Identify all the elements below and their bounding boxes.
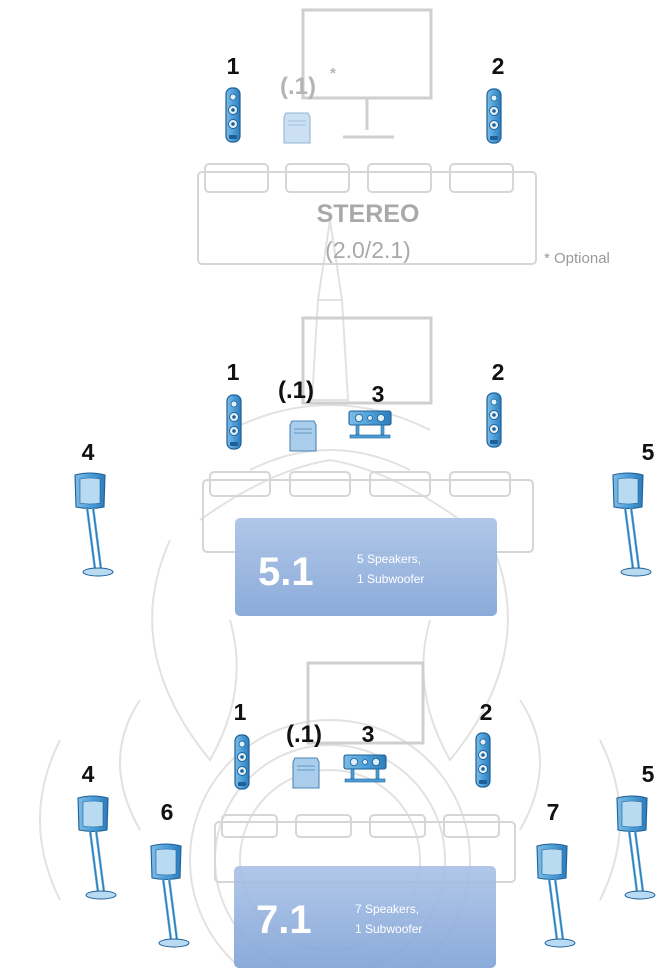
tower-speaker-icon (487, 89, 501, 143)
badge-title: 5.1 (258, 550, 314, 594)
speaker-label-5: 5 (642, 439, 655, 465)
badge-line-1: 5 Speakers, (357, 552, 421, 566)
tower-speaker-icon (235, 735, 249, 789)
tv-icon (303, 10, 431, 137)
stand-speaker-icon (78, 796, 116, 899)
speaker-label-1: 1 (234, 699, 247, 725)
subwoofer-label: (.1) (278, 377, 314, 404)
tv-icon (303, 318, 431, 403)
speaker-label-4: 4 (82, 439, 95, 465)
badge-title: 7.1 (256, 898, 312, 942)
surround-7-1-section: 7.1 7 Speakers, 1 Subwoofer 1 2 3 4 5 6 … (78, 663, 655, 968)
speaker-label-1: 1 (227, 359, 240, 385)
tower-speaker-icon (227, 395, 241, 449)
speaker-label-1: 1 (227, 53, 240, 79)
speaker-label-4: 4 (82, 761, 95, 787)
subwoofer-icon (293, 758, 319, 788)
stand-speaker-icon (75, 473, 113, 576)
subwoofer-label: (.1) (280, 73, 316, 100)
tower-speaker-icon (487, 393, 501, 447)
speaker-label-6: 6 (161, 799, 174, 825)
surround-5-1-badge: 5.1 5 Speakers, 1 Subwoofer (235, 518, 497, 616)
subwoofer-icon (290, 421, 316, 451)
stand-speaker-icon (617, 796, 655, 899)
badge-line-1: 7 Speakers, (355, 902, 419, 916)
center-speaker-icon (349, 411, 391, 438)
speaker-label-3: 3 (362, 721, 375, 747)
tower-speaker-icon (476, 733, 490, 787)
subwoofer-label: (.1) (286, 721, 322, 748)
subwoofer-icon (284, 113, 310, 143)
stand-speaker-icon (613, 473, 651, 576)
speaker-label-5: 5 (642, 761, 655, 787)
optional-note: * Optional (544, 250, 610, 267)
speaker-label-2: 2 (492, 359, 505, 385)
surround-7-1-badge: 7.1 7 Speakers, 1 Subwoofer (234, 866, 496, 968)
stand-speaker-icon (151, 844, 189, 947)
stereo-section: 1 2 (.1) * STEREO (2.0/2.1) * Optional (198, 10, 610, 267)
speaker-label-3: 3 (372, 381, 385, 407)
speaker-label-2: 2 (492, 53, 505, 79)
stereo-subtitle: (2.0/2.1) (325, 237, 411, 263)
stand-speaker-icon (537, 844, 575, 947)
stereo-title: STEREO (317, 200, 420, 228)
surround-5-1-section: 5.1 5 Speakers, 1 Subwoofer 1 2 3 4 5 (.… (75, 318, 655, 616)
speaker-label-7: 7 (547, 799, 560, 825)
badge-line-2: 1 Subwoofer (357, 572, 424, 586)
speaker-label-2: 2 (480, 699, 493, 725)
tower-speaker-icon (226, 88, 240, 142)
optional-asterisk: * (330, 65, 336, 82)
badge-line-2: 1 Subwoofer (355, 922, 422, 936)
